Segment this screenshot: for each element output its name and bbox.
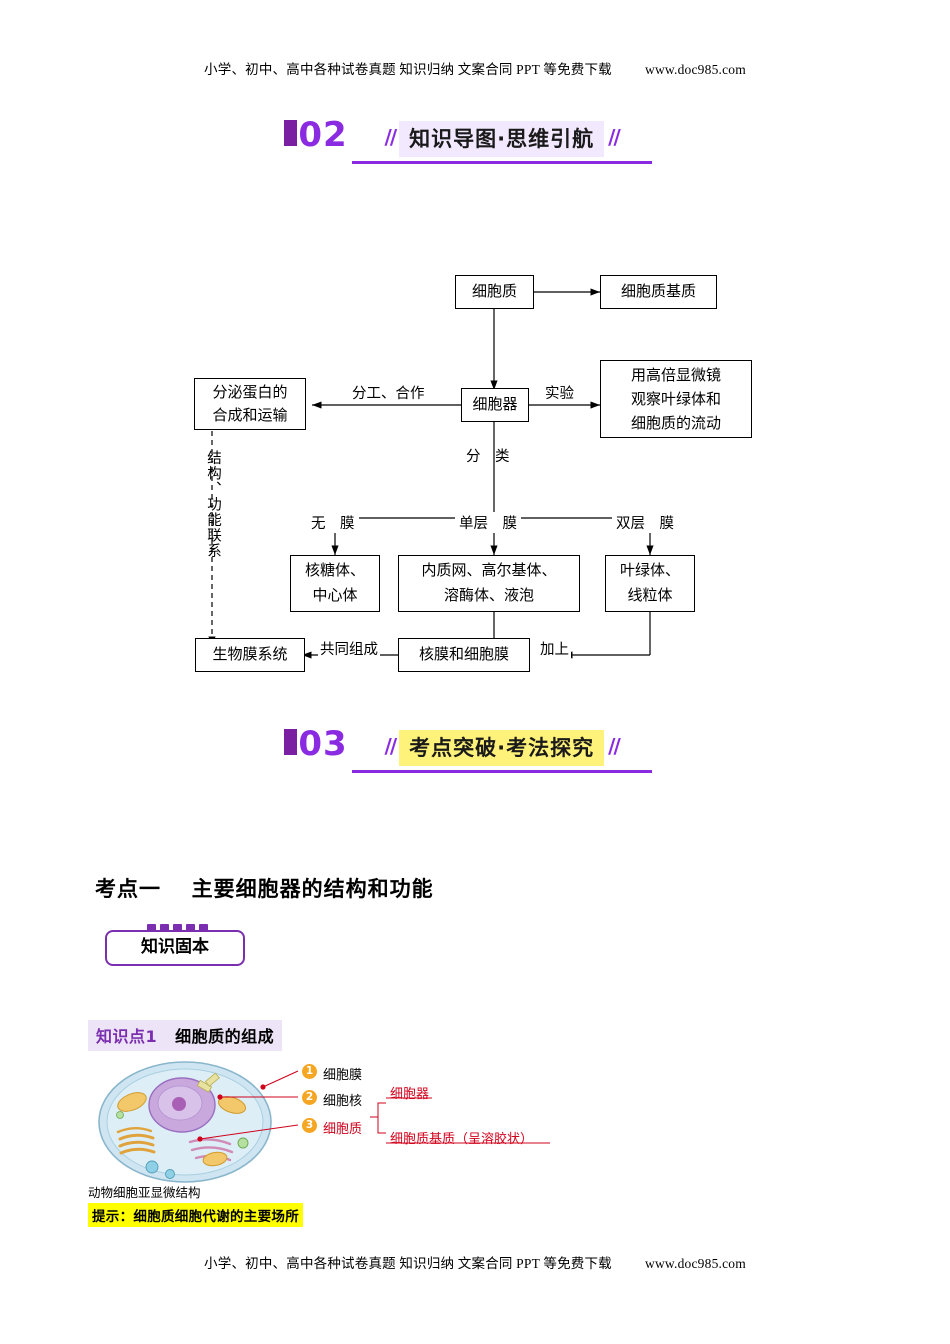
callout-label-2: 细胞核 xyxy=(323,1094,363,1109)
cell-illustration xyxy=(98,1061,550,1183)
section-number-block-icon xyxy=(284,120,298,146)
badge-label: 知识固本 xyxy=(141,937,209,957)
flow-label-classify: 分 类 xyxy=(466,449,510,465)
animal-cell-diagram: 1 细胞膜 2 细胞核 3 细胞质 细胞器 细胞质基质（呈溶胶状） xyxy=(80,1047,600,1197)
badge-dots-icon xyxy=(147,920,212,938)
footer-watermark: 小学、初中、高中各种试卷真题 知识归纳 文案合同 PPT 等免费下载 www.d… xyxy=(0,1252,950,1272)
flow-label-single-membrane: 单层 膜 xyxy=(455,512,521,533)
section-title-wrap-02: // 知识导图·思维引航 // xyxy=(351,121,652,164)
knowledge-point-prefix: 知识点 xyxy=(96,1027,146,1046)
exam-point-title: 主要细胞器的结构和功能 xyxy=(191,877,434,901)
cell-diagram-caption: 动物细胞亚显微结构 xyxy=(88,1185,201,1200)
section-underline-02 xyxy=(351,161,652,164)
flow-node-cytosol: 细胞质基质 xyxy=(600,275,717,309)
flow-label-no-membrane: 无 膜 xyxy=(307,512,359,533)
flow-node-single-membrane: 内质网、高尔基体、 溶酶体、液泡 xyxy=(398,555,580,612)
section-banner-02: 02 // 知识导图·思维引航 // xyxy=(0,118,950,164)
knowledge-point-index: 1 xyxy=(145,1027,158,1046)
flow-label-plus: 加上 xyxy=(538,638,571,659)
knowledge-foundation-badge: 知识固本 xyxy=(105,920,253,968)
section-title-02: 知识导图·思维引航 xyxy=(399,121,605,157)
flow-label-together-compose: 共同组成 xyxy=(318,638,380,659)
slash-left-icon-2: // xyxy=(384,734,398,758)
flow-node-no-membrane: 核糖体、 中心体 xyxy=(290,555,380,612)
knowledge-flowchart: 细胞质 细胞质基质 细胞器 分泌蛋白的 合成和运输 用高倍显微镜 观察叶绿体和 … xyxy=(0,250,950,690)
watermark-left-text: 小学、初中、高中各种试卷真题 知识归纳 文案合同 PPT 等免费下载 xyxy=(204,62,612,77)
watermark-site-url: www.doc985.com xyxy=(645,62,746,77)
slash-right-icon-2: // xyxy=(608,734,621,758)
section-banner-03: 03 // 考点突破·考法探究 // xyxy=(0,727,950,773)
flow-node-biomembrane-system: 生物膜系统 xyxy=(195,638,305,672)
flow-node-organelle: 细胞器 xyxy=(461,388,529,422)
flow-node-secretory-protein: 分泌蛋白的 合成和运输 xyxy=(194,378,306,430)
section-underline-03 xyxy=(351,770,652,773)
callout-label-1: 细胞膜 xyxy=(323,1068,363,1083)
section-number-02: 02 xyxy=(284,115,348,155)
tip-highlight: 提示：细胞质细胞代谢的主要场所 xyxy=(88,1203,303,1227)
flow-node-experiment: 用高倍显微镜 观察叶绿体和 细胞质的流动 xyxy=(600,360,752,438)
flow-label-division-cooperation: 分工、合作 xyxy=(352,386,425,402)
flowchart-connectors xyxy=(208,288,655,659)
section-number-block-icon-2 xyxy=(284,729,298,755)
cell-sub-item-organelle: 细胞器 xyxy=(390,1087,430,1102)
section-number-03: 03 xyxy=(284,724,348,764)
flow-label-structure-function: 结构、功能联系 xyxy=(205,450,221,559)
footer-watermark-site-url: www.doc985.com xyxy=(645,1256,746,1271)
flow-node-cytoplasm: 细胞质 xyxy=(455,275,534,309)
flow-node-double-membrane: 叶绿体、 线粒体 xyxy=(605,555,695,612)
knowledge-point-heading: 知识点1 细胞质的组成 xyxy=(88,1020,283,1051)
callout-label-3: 细胞质 xyxy=(323,1122,363,1137)
badge-outline xyxy=(105,930,245,966)
cell-sub-item-cytosol: 细胞质基质（呈溶胶状） xyxy=(390,1132,534,1147)
section-title-wrap-03: // 考点突破·考法探究 // xyxy=(351,730,652,773)
exam-point-heading: 考点一 主要细胞器的结构和功能 xyxy=(95,873,434,903)
callout-badge-1: 1 xyxy=(302,1064,317,1079)
section-title-03: 考点突破·考法探究 xyxy=(399,730,605,766)
callout-badge-2: 2 xyxy=(302,1090,317,1105)
section-number-text: 02 xyxy=(298,115,348,155)
flow-node-nuclear-cell-membrane: 核膜和细胞膜 xyxy=(398,638,530,672)
slash-left-icon: // xyxy=(384,125,398,149)
section-number-text-2: 03 xyxy=(298,724,348,764)
callout-badge-3: 3 xyxy=(302,1118,317,1133)
flow-label-double-membrane: 双层 膜 xyxy=(612,512,678,533)
flow-label-experiment: 实验 xyxy=(545,386,574,402)
header-watermark: 小学、初中、高中各种试卷真题 知识归纳 文案合同 PPT 等免费下载 www.d… xyxy=(0,58,950,78)
exam-point-label: 考点一 xyxy=(95,877,161,901)
footer-watermark-left-text: 小学、初中、高中各种试卷真题 知识归纳 文案合同 PPT 等免费下载 xyxy=(204,1256,612,1271)
slash-right-icon: // xyxy=(608,125,621,149)
knowledge-point-title: 细胞质的组成 xyxy=(175,1027,275,1046)
